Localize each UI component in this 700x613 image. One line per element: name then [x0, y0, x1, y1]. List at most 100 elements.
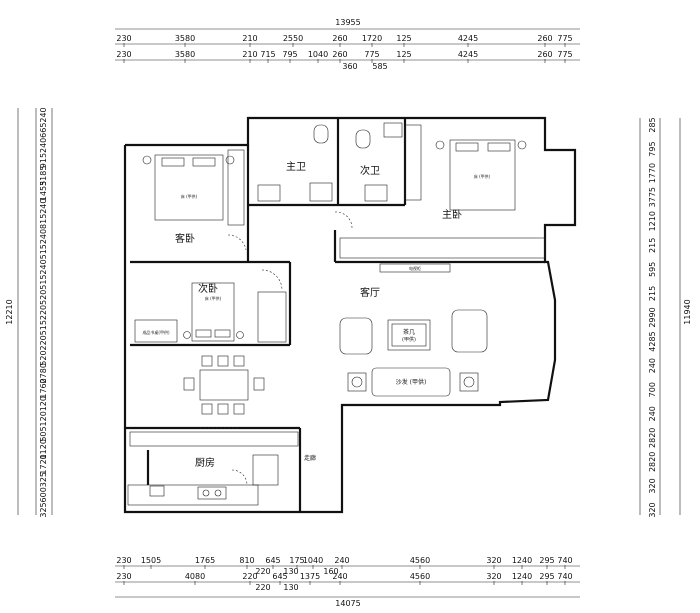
right-dim-9: 4285	[648, 331, 657, 351]
right-dim-0: 285	[648, 117, 657, 132]
bottom-dim-2-2: 220	[242, 572, 257, 581]
top-dim-1-5: 1720	[362, 34, 382, 43]
top-dim-sub-1: 360	[342, 62, 357, 71]
bottom-dim-1-3: 810	[239, 556, 254, 565]
bottom-dim-2-6: 4560	[410, 572, 430, 581]
bottom-dim-1-7: 240	[334, 556, 349, 565]
right-dim-1: 795	[648, 141, 657, 156]
left-dim-10: 240	[39, 259, 48, 274]
coffee-table-sub: (甲供)	[402, 336, 416, 343]
bottom-dim-2-1: 4080	[185, 572, 205, 581]
bottom-dim-1-1: 1505	[141, 556, 161, 565]
left-dim-25: 600	[39, 487, 48, 502]
guest-bed: 床 (甲供)	[142, 154, 235, 221]
left-dim-26: 325	[39, 502, 48, 517]
desk: 成品书桌(甲供)	[134, 319, 178, 343]
right-dim-3: 3775	[648, 187, 657, 207]
bottom-dim-1-5: 175	[289, 556, 304, 565]
left-dim-19: 120	[39, 396, 48, 411]
top-dim-2-0: 230	[116, 50, 131, 59]
left-dim-20: 120	[39, 411, 48, 426]
top-dim-2-7: 775	[364, 50, 379, 59]
top-dim-2-1: 3580	[175, 50, 195, 59]
tv-cabinet: 电视柜	[379, 263, 451, 273]
desk-label: 成品书桌(甲供)	[142, 329, 170, 335]
top-dim-2-6: 260	[332, 50, 347, 59]
sofa-label: 沙发 (甲供)	[396, 378, 427, 386]
top-dim-2-11: 775	[557, 50, 572, 59]
left-dim-8: 240	[39, 229, 48, 244]
sofa: 沙发 (甲供)	[371, 367, 451, 397]
second-bed: 床 (甲供)	[183, 282, 244, 342]
master-bed-label: 床 (甲供)	[474, 173, 491, 179]
left-dim-3: 915	[39, 153, 48, 168]
bottom-total-dim: 14075	[335, 599, 360, 608]
top-total-dim: 13955	[335, 18, 360, 27]
top-dim-1-6: 125	[396, 34, 411, 43]
bottom-dim-1-0: 230	[116, 556, 131, 565]
right-dim-15: 320	[648, 478, 657, 493]
bath-fixtures	[257, 122, 403, 202]
bottom-dim-1-2: 1765	[195, 556, 215, 565]
room-kitchen: 厨房	[195, 456, 215, 469]
left-dimensions: 12210 2406652409153185145524081524051524…	[5, 107, 53, 518]
bottom-dim-2-10: 740	[557, 572, 572, 581]
left-dim-0: 240	[39, 107, 48, 122]
top-dim-1-2: 210	[242, 34, 257, 43]
right-dim-column: 2857951770377512102155952152990428524070…	[648, 117, 657, 517]
bottom-dim-1-4: 645	[265, 556, 280, 565]
left-dim-9: 515	[39, 244, 48, 259]
top-dim-1-7: 4245	[458, 34, 478, 43]
bottom-dim-1-10: 1240	[512, 556, 532, 565]
bottom-dim-2-7: 320	[486, 572, 501, 581]
left-dim-13: 220	[39, 305, 48, 320]
left-dim-5: 1455	[39, 181, 48, 201]
left-dim-7: 815	[39, 214, 48, 229]
left-dim-1: 665	[39, 123, 48, 138]
right-dim-6: 595	[648, 262, 657, 277]
outer-walls	[123, 116, 577, 514]
room-corridor: 走廊	[304, 454, 316, 462]
cabinets	[127, 124, 546, 506]
dining-table	[183, 355, 265, 415]
bottom-dim-2-4: 1375	[300, 572, 320, 581]
bottom-dim-sub-5: 130	[283, 583, 298, 592]
bottom-dim-1-6: 1040	[303, 556, 323, 565]
left-total-dim: 12210	[5, 299, 14, 324]
room-living-room: 客厅	[360, 286, 380, 299]
bottom-dim-1-12: 740	[557, 556, 572, 565]
left-dim-12: 520	[39, 290, 48, 305]
left-dim-17: 2780	[39, 363, 48, 383]
right-dim-13: 2820	[648, 428, 657, 448]
right-dim-2: 1770	[648, 163, 657, 183]
left-dim-4: 3185	[39, 166, 48, 186]
second-bed-label: 床 (甲供)	[205, 295, 222, 301]
guest-bed-label: 床 (甲供)	[181, 193, 198, 199]
doors	[200, 211, 353, 486]
bottom-dim-1-11: 295	[539, 556, 554, 565]
left-dim-16: 520	[39, 350, 48, 365]
left-dim-11: 515	[39, 274, 48, 289]
top-dim-1-1: 3580	[175, 34, 195, 43]
right-dim-4: 1210	[648, 211, 657, 231]
right-dim-16: 320	[648, 502, 657, 517]
bottom-dim-sub-2: 130	[283, 567, 298, 576]
right-dim-10: 240	[648, 358, 657, 373]
bottom-dim-2-3: 645	[272, 572, 287, 581]
top-dim-2-9: 4245	[458, 50, 478, 59]
side-tables	[347, 372, 479, 392]
coffee-table-label: 茶几	[403, 328, 415, 336]
bottom-dim-2-8: 1240	[512, 572, 532, 581]
right-dim-11: 700	[648, 382, 657, 397]
right-dim-12: 240	[648, 406, 657, 421]
bottom-dim-1-8: 4560	[410, 556, 430, 565]
top-dim-1-3: 2550	[283, 34, 303, 43]
right-dim-8: 2990	[648, 307, 657, 327]
bottom-dim-2-0: 230	[116, 572, 131, 581]
